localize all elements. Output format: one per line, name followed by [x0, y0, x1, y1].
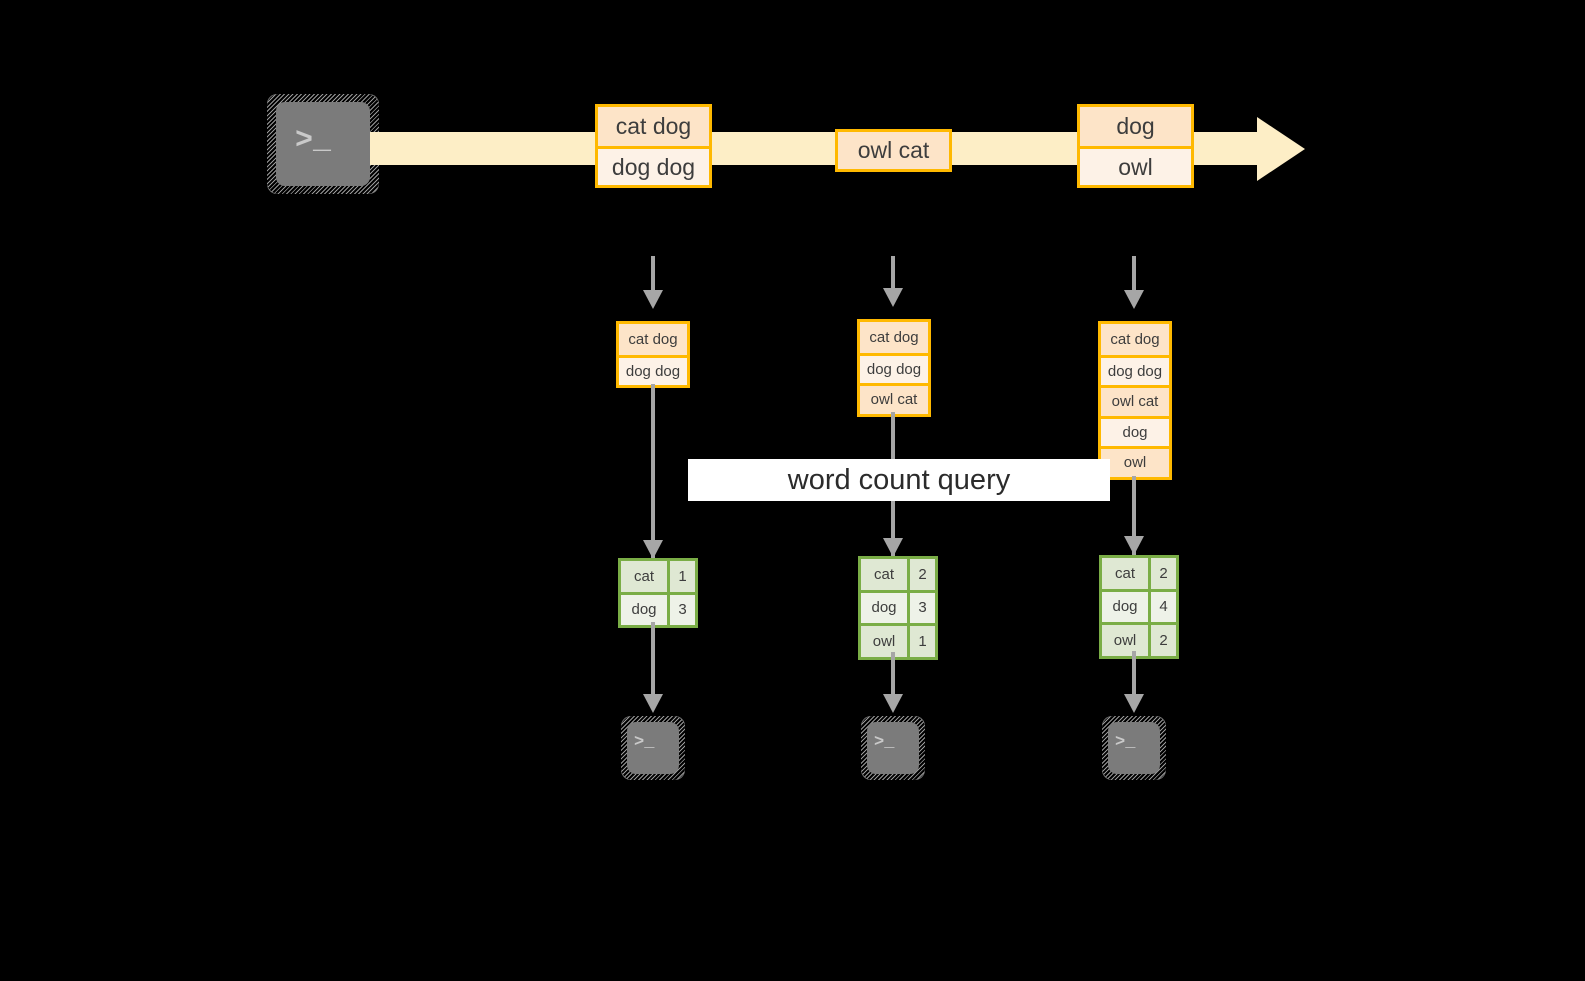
snapshot-1-result-word-2: dog — [621, 594, 667, 625]
snapshot-1-sink-arrowhead — [643, 694, 663, 713]
terminal-face — [627, 722, 679, 774]
table-row[interactable]: cat 2 — [861, 559, 935, 590]
snapshot-1-result-word-1: cat — [621, 561, 667, 592]
snapshot-2-accumulated-box[interactable]: cat dog dog dog owl cat — [857, 319, 931, 417]
table-row[interactable]: cat 1 — [621, 561, 695, 592]
snapshot-2-record-2: dog dog — [860, 352, 928, 383]
terminal-prompt-glyph: >_ — [634, 733, 655, 752]
snapshot-3-result-word-1: cat — [1102, 558, 1148, 589]
snapshot-1-accumulated-box[interactable]: cat dog dog dog — [616, 321, 690, 388]
snapshot-3-result-word-2: dog — [1102, 591, 1148, 622]
stream-batch-3-line-2: owl — [1080, 146, 1191, 185]
snapshot-3-record-1: cat dog — [1101, 324, 1169, 355]
snapshot-2-result-count-3: 1 — [907, 626, 935, 657]
stream-band-arrowhead — [1257, 117, 1305, 181]
stream-batch-2[interactable]: owl cat — [835, 129, 952, 172]
snapshot-3-result-word-3: owl — [1102, 625, 1148, 656]
snapshot-2-result-table[interactable]: cat 2 dog 3 owl 1 — [858, 556, 938, 660]
snapshot-3-sink-line — [1132, 651, 1136, 694]
snapshot-2-query-arrowhead — [883, 538, 903, 557]
snapshot-2-sink-line — [891, 652, 895, 694]
snapshot-3-result-count-1: 2 — [1148, 558, 1176, 589]
stream-source-terminal-icon[interactable]: >_ — [267, 94, 379, 194]
snapshot-3-record-5: owl — [1101, 446, 1169, 477]
snapshot-1-result-table[interactable]: cat 1 dog 3 — [618, 558, 698, 628]
snapshot-3-result-count-2: 4 — [1148, 591, 1176, 622]
snapshot-2-sink-terminal-icon[interactable]: >_ — [861, 716, 925, 780]
terminal-prompt-glyph: >_ — [874, 733, 895, 752]
terminal-prompt-glyph: >_ — [295, 124, 332, 158]
snapshot-3-sink-terminal-icon[interactable]: >_ — [1102, 716, 1166, 780]
snapshot-3-record-3: owl cat — [1101, 385, 1169, 416]
snapshot-1-query-line — [651, 384, 655, 559]
snapshot-3-trigger-arrowhead — [1124, 290, 1144, 309]
stream-batch-1[interactable]: cat dog dog dog — [595, 104, 712, 188]
terminal-face — [867, 722, 919, 774]
snapshot-1-record-2: dog dog — [619, 354, 687, 385]
table-row[interactable]: dog 3 — [621, 591, 695, 625]
snapshot-2-trigger-line — [891, 256, 895, 290]
snapshot-3-sink-arrowhead — [1124, 694, 1144, 713]
table-row[interactable]: owl 2 — [1102, 622, 1176, 656]
snapshot-2-record-1: cat dog — [860, 322, 928, 353]
stream-batch-3[interactable]: dog owl — [1077, 104, 1194, 188]
snapshot-1-record-1: cat dog — [619, 324, 687, 355]
snapshot-1-query-arrowhead — [643, 540, 663, 559]
snapshot-3-result-count-3: 2 — [1148, 625, 1176, 656]
query-banner: word count query — [688, 459, 1110, 501]
snapshot-1-trigger-arrowhead — [643, 290, 663, 309]
snapshot-1-result-count-1: 1 — [667, 561, 695, 592]
snapshot-2-result-word-1: cat — [861, 559, 907, 590]
snapshot-3-accumulated-box[interactable]: cat dog dog dog owl cat dog owl — [1098, 321, 1172, 480]
snapshot-2-trigger-arrowhead — [883, 288, 903, 307]
snapshot-3-query-arrowhead — [1124, 536, 1144, 555]
stream-batch-2-line-1: owl cat — [838, 132, 949, 169]
stream-batch-3-line-1: dog — [1080, 107, 1191, 146]
table-row[interactable]: owl 1 — [861, 623, 935, 657]
stream-batch-1-line-1: cat dog — [598, 107, 709, 146]
table-row[interactable]: cat 2 — [1102, 558, 1176, 589]
snapshot-2-result-word-2: dog — [861, 592, 907, 623]
snapshot-3-trigger-line — [1132, 256, 1136, 292]
snapshot-3-record-4: dog — [1101, 415, 1169, 446]
snapshot-3-record-2: dog dog — [1101, 354, 1169, 385]
snapshot-2-sink-arrowhead — [883, 694, 903, 713]
snapshot-3-query-line — [1132, 476, 1136, 557]
stream-batch-1-line-2: dog dog — [598, 146, 709, 185]
snapshot-2-result-count-2: 3 — [907, 592, 935, 623]
terminal-face — [276, 102, 370, 186]
terminal-face — [1108, 722, 1160, 774]
snapshot-1-trigger-line — [651, 256, 655, 292]
table-row[interactable]: dog 3 — [861, 589, 935, 623]
snapshot-2-result-word-3: owl — [861, 626, 907, 657]
snapshot-1-sink-line — [651, 622, 655, 694]
snapshot-1-result-count-2: 3 — [667, 594, 695, 625]
query-banner-label: word count query — [787, 463, 1011, 496]
terminal-prompt-glyph: >_ — [1115, 733, 1136, 752]
snapshot-1-sink-terminal-icon[interactable]: >_ — [621, 716, 685, 780]
snapshot-2-record-3: owl cat — [860, 383, 928, 414]
table-row[interactable]: dog 4 — [1102, 588, 1176, 622]
snapshot-3-result-table[interactable]: cat 2 dog 4 owl 2 — [1099, 555, 1179, 659]
snapshot-2-result-count-1: 2 — [907, 559, 935, 590]
